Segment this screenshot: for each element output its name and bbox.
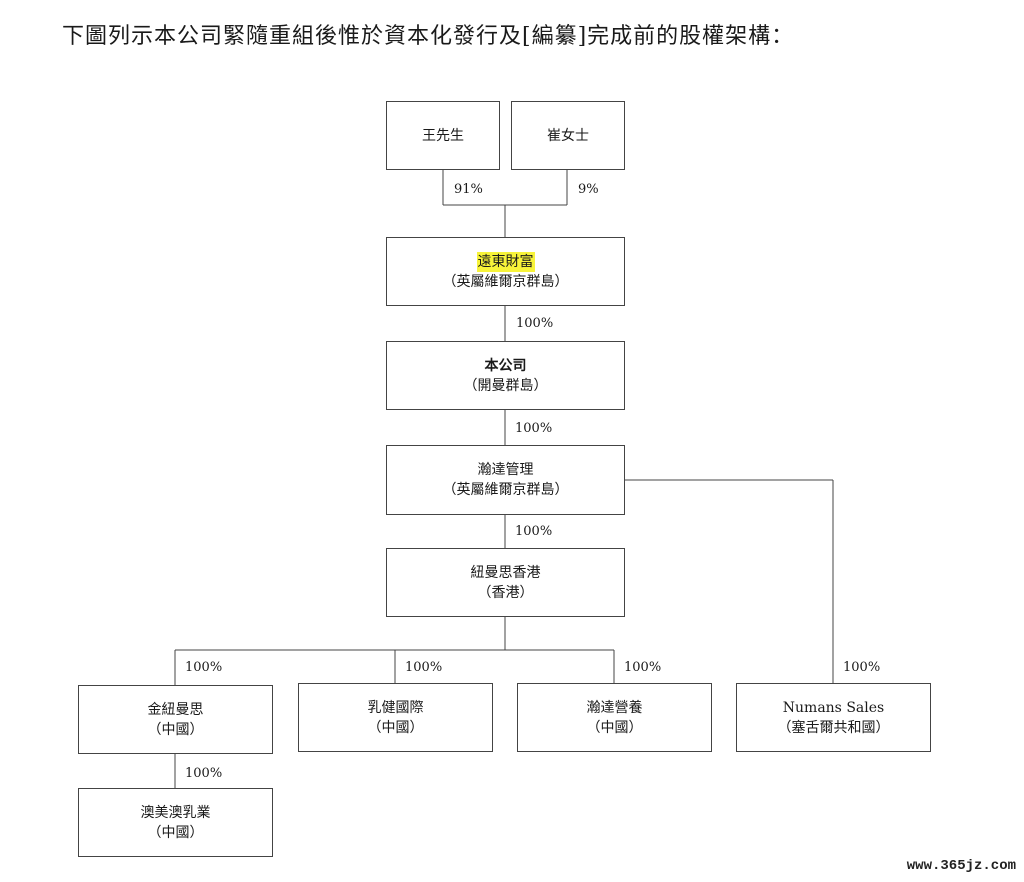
ownership-label: 100% xyxy=(515,421,553,436)
entity-wang: 王先生 xyxy=(386,101,500,170)
entity-rujian: 乳健國際 （中國） xyxy=(298,683,493,752)
entity-name: 紐曼思香港 xyxy=(470,564,541,581)
entity-name: 瀚達管理 xyxy=(477,462,534,478)
page-title: 下圖列示本公司緊隨重組後惟於資本化發行及[編纂]完成前的股權架構： xyxy=(62,24,795,49)
entity-place: （香港） xyxy=(477,584,534,601)
entity-handa-nutrition: 瀚達營養 （中國） xyxy=(517,683,712,752)
entity-handa-mgmt: 瀚達管理 （英屬維爾京群島） xyxy=(386,445,625,515)
entity-numans-hk: 紐曼思香港 （香港） xyxy=(386,548,625,617)
entity-name: 崔女士 xyxy=(547,127,589,144)
entity-name: 遠東財富 xyxy=(476,251,535,272)
entity-name: 本公司 xyxy=(484,357,527,374)
entity-place: （塞舌爾共和國） xyxy=(777,719,890,736)
ownership-label: 9% xyxy=(578,182,599,197)
ownership-label: 100% xyxy=(185,660,223,675)
entity-name: 澳美澳乳業 xyxy=(140,804,211,821)
ownership-label: 100% xyxy=(624,660,662,675)
ownership-label: 100% xyxy=(405,660,443,675)
entity-yuandong: 遠東財富 （英屬維爾京群島） xyxy=(386,237,625,306)
ownership-label: 100% xyxy=(516,316,554,331)
entity-name: 王先生 xyxy=(422,127,464,144)
entity-jin-numans: 金紐曼思 （中國） xyxy=(78,685,273,754)
ownership-label: 100% xyxy=(515,524,553,539)
entity-place: （中國） xyxy=(367,719,424,736)
entity-name: Numans Sales xyxy=(782,699,885,716)
entity-company: 本公司 （開曼群島） xyxy=(386,341,625,410)
entity-numans-sales: Numans Sales （塞舌爾共和國） xyxy=(736,683,931,752)
ownership-label: 100% xyxy=(185,766,223,781)
entity-place: （英屬維爾京群島） xyxy=(442,273,569,290)
entity-place: （中國） xyxy=(147,721,204,738)
entity-aomei: 澳美澳乳業 （中國） xyxy=(78,788,273,857)
entity-place: （英屬維爾京群島） xyxy=(442,482,569,498)
entity-place: （中國） xyxy=(147,824,204,841)
watermark: www.365jz.com xyxy=(906,858,1016,874)
entity-name: 瀚達營養 xyxy=(586,699,643,716)
entity-name: 金紐曼思 xyxy=(147,701,204,718)
entity-place: （開曼群島） xyxy=(463,377,548,394)
ownership-label: 100% xyxy=(843,660,881,675)
ownership-label: 91% xyxy=(454,182,483,197)
entity-cui: 崔女士 xyxy=(511,101,625,170)
entity-name: 乳健國際 xyxy=(367,699,424,716)
entity-place: （中國） xyxy=(586,719,643,736)
